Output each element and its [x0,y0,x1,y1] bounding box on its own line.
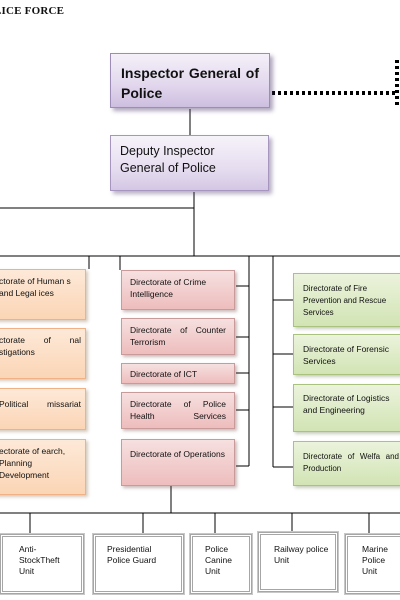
left-directorate-1-label: ctorate of Human s and Legal ices [0,276,71,298]
unit-presidential-guard-label: Presidential Police Guard [107,544,157,565]
directorate-counter-terrorism: Directorate of Counter Terrorism [121,318,235,355]
deputy-inspector-general-box: Deputy Inspector General of Police [110,135,269,191]
directorate-police-health-label: Directorate of Police Health Services [130,399,226,421]
left-directorate-1: ctorate of Human s and Legal ices [0,269,86,320]
left-directorate-4-label: ectorate of earch, Planning Development [0,446,66,480]
directorate-logistics-label: Directorate of Logistics and Engineering [303,393,390,415]
directorate-forensic: Directorate of Forensic Services [293,334,400,375]
chart-heading: LICE FORCE [0,5,65,17]
unit-police-canine-label: Police Canine Unit [205,544,232,576]
unit-railway-police: Railway police Unit [257,531,339,593]
directorate-logistics: Directorate of Logistics and Engineering [293,384,400,432]
directorate-ict: Directorate of ICT [121,363,235,384]
unit-railway-police-label: Railway police Unit [274,544,329,565]
unit-marine-police: Marine Police Unit [344,533,400,595]
deputy-inspector-general-label: Deputy Inspector General of Police [120,144,216,175]
left-directorate-3: Political missariat [0,388,86,430]
unit-presidential-guard: Presidential Police Guard [92,533,185,595]
inspector-general-label: Inspector General of Police [121,65,259,101]
unit-anti-stocktheft: Anti-StockTheft Unit [0,533,85,595]
left-directorate-2: ctorate of nal stigations [0,328,86,379]
directorate-crime-intelligence-label: Directorate of Crime Intelligence [130,277,207,299]
directorate-welfare-label: Directorate of Welfa and Production [303,452,399,473]
unit-police-canine: Police Canine Unit [189,533,253,595]
inspector-general-box: Inspector General of Police [110,53,270,108]
unit-anti-stocktheft-label: Anti-StockTheft Unit [19,544,60,576]
unit-marine-police-label: Marine Police Unit [362,544,388,576]
directorate-police-health: Directorate of Police Health Services [121,392,235,429]
left-directorate-4: ectorate of earch, Planning Development [0,439,86,495]
directorate-fire-rescue: Directorate of Fire Prevention and Rescu… [293,273,400,327]
left-directorate-3-label: Political missariat [0,399,81,409]
directorate-operations-label: Directorate of Operations [130,449,225,459]
directorate-forensic-label: Directorate of Forensic Services [303,344,389,366]
directorate-ict-label: Directorate of ICT [130,369,198,379]
directorate-operations: Directorate of Operations [121,439,235,486]
directorate-welfare: Directorate of Welfa and Production [293,441,400,486]
directorate-counter-terrorism-label: Directorate of Counter Terrorism [130,325,226,347]
directorate-fire-rescue-label: Directorate of Fire Prevention and Rescu… [303,284,387,317]
left-directorate-2-label: ctorate of nal stigations [0,335,81,357]
directorate-crime-intelligence: Directorate of Crime Intelligence [121,270,235,310]
